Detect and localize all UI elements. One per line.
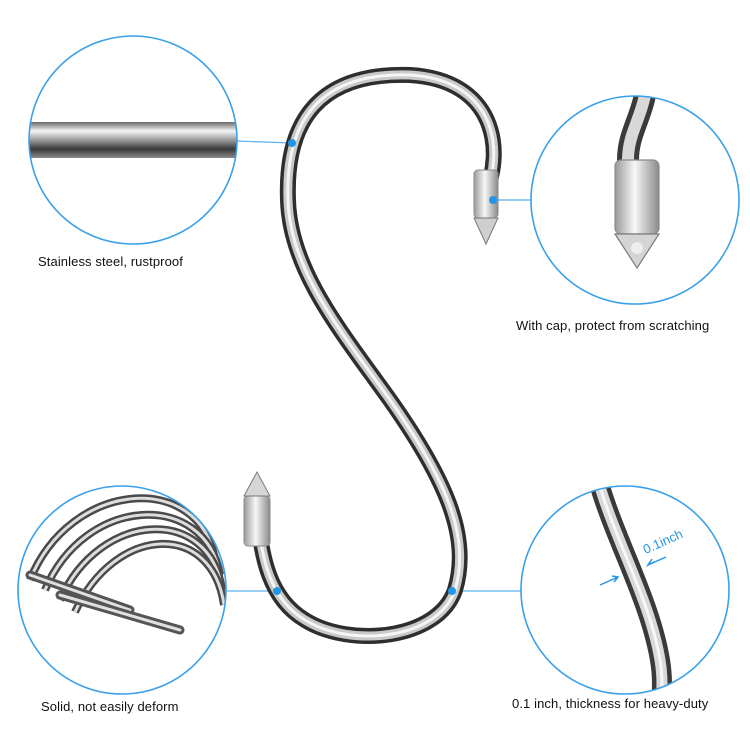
caption-material: Stainless steel, rustproof [38,254,183,269]
bottom-cap [243,470,271,547]
stacked-hooks-closeup [17,485,227,695]
steel-rod-closeup [28,35,238,245]
top-cap [473,169,499,246]
anchor-dots [273,139,497,595]
thickness-label: 0.1inch [641,526,685,557]
caption-solid: Solid, not easily deform [41,699,179,714]
connector-lines [226,140,531,592]
s-hook [243,66,502,644]
caption-cap: With cap, protect from scratching [516,318,710,333]
capped-hook-tip-closeup [530,95,740,305]
caption-thickness: 0.1 inch, thickness for heavy-duty [512,696,709,711]
